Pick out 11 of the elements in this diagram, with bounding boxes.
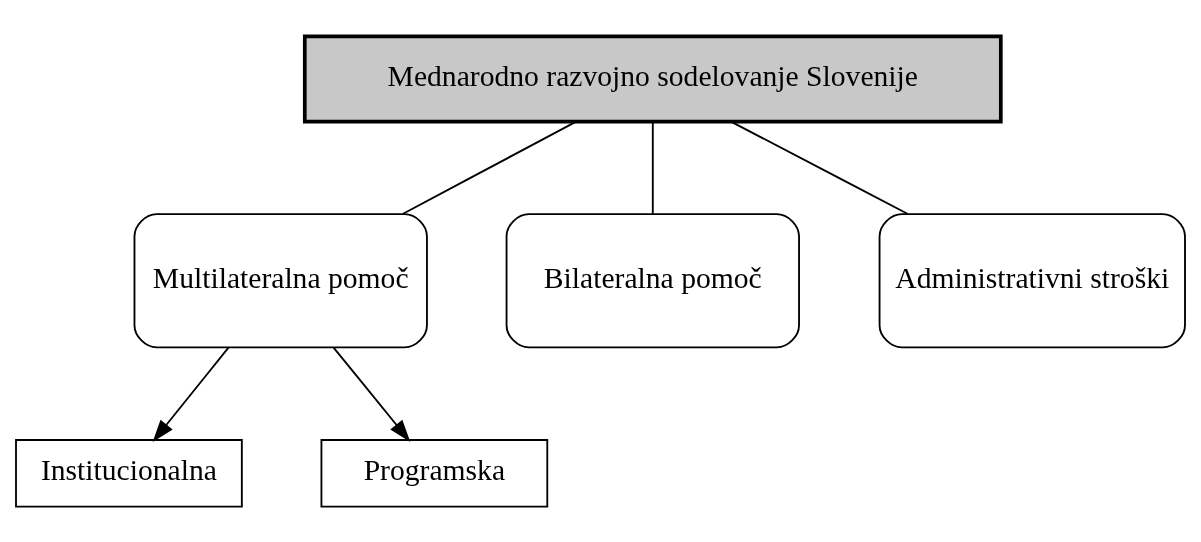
connector xyxy=(651,120,654,215)
connector xyxy=(402,120,577,215)
arrow xyxy=(332,346,411,442)
node-box: Multilateralna pomoč xyxy=(133,212,428,348)
node-box: Administrativni stroški xyxy=(878,212,1186,348)
node-box: Institucionalna xyxy=(15,438,243,508)
node-box: Bilateralna pomoč xyxy=(505,212,800,348)
node-box: Programska xyxy=(320,438,549,508)
arrow xyxy=(152,346,230,442)
connector xyxy=(730,120,909,215)
node-box: Mednarodno razvojno sodelovanje Slovenije xyxy=(302,34,1003,123)
